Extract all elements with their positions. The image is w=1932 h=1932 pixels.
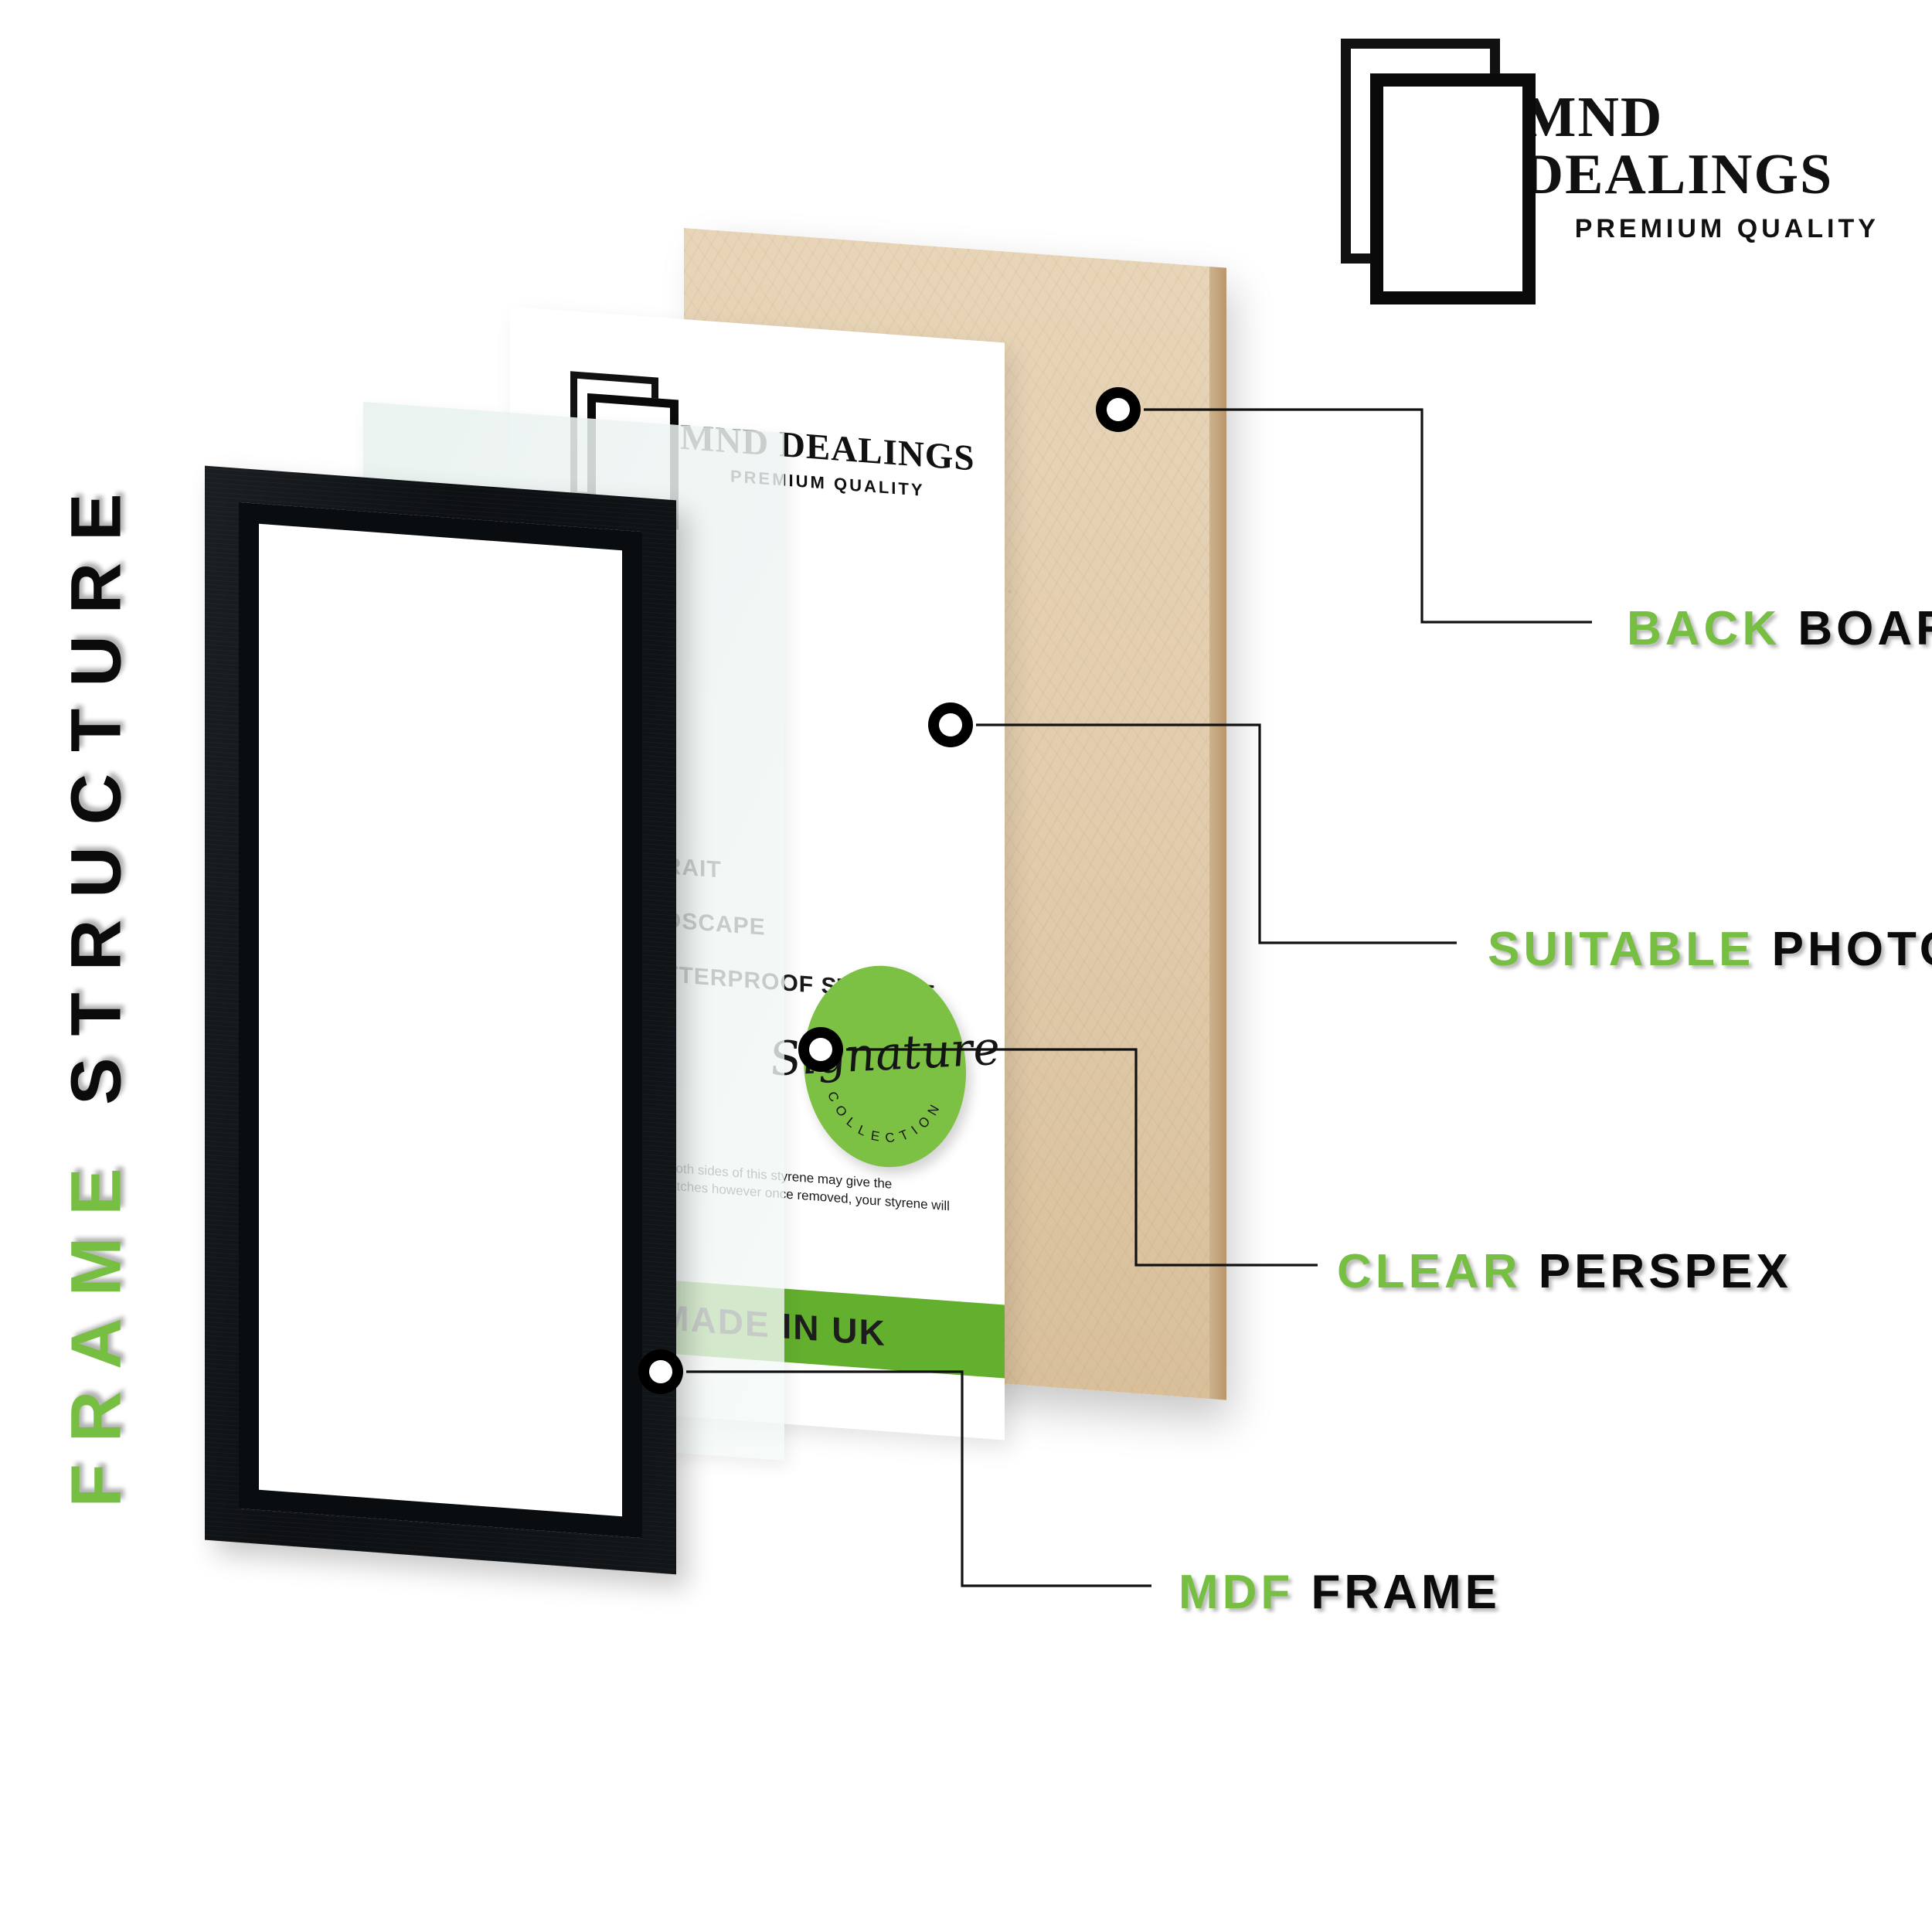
brand-logo: MND DEALINGS PREMIUM QUALITY	[1341, 39, 1932, 304]
signature-collection-badge: Signature COLLECTION	[767, 960, 1003, 1173]
brand-name: MND DEALINGS	[1522, 85, 1834, 206]
collection-arc-text: COLLECTION	[825, 1089, 945, 1150]
callout-word-green: BACK	[1627, 602, 1798, 655]
callout-word-black: PERSPEX	[1538, 1245, 1792, 1298]
title-word-frame: FRAME	[56, 1145, 136, 1507]
callout-word-green: SUITABLE	[1488, 923, 1772, 976]
callout-label-mdf-frame: MDF FRAME	[1179, 1565, 1501, 1620]
svg-text:COLLECTION: COLLECTION	[825, 1089, 945, 1150]
callout-label-suitable-photo: SUITABLE PHOTO	[1488, 922, 1932, 977]
callout-label-clear-perspex: CLEAR PERSPEX	[1337, 1244, 1792, 1299]
callout-word-black: BOARD	[1798, 602, 1932, 655]
frame-structure-title: FRAME STRUCTURE	[43, 332, 151, 1646]
frame-aperture	[239, 502, 642, 1539]
backboard-edge	[1209, 266, 1226, 1400]
layer-mdf-frame	[205, 465, 676, 1575]
callout-word-black: PHOTO	[1771, 923, 1932, 976]
callout-word-black: FRAME	[1311, 1566, 1501, 1619]
callout-word-green: CLEAR	[1337, 1245, 1539, 1298]
callout-word-green: MDF	[1179, 1566, 1311, 1619]
title-word-structure: STRUCTURE	[56, 471, 136, 1105]
brand-tagline: PREMIUM QUALITY	[1574, 213, 1879, 243]
callout-label-backboard: BACK BOARD	[1627, 601, 1932, 656]
double-frame-logo-icon	[1341, 39, 1536, 304]
